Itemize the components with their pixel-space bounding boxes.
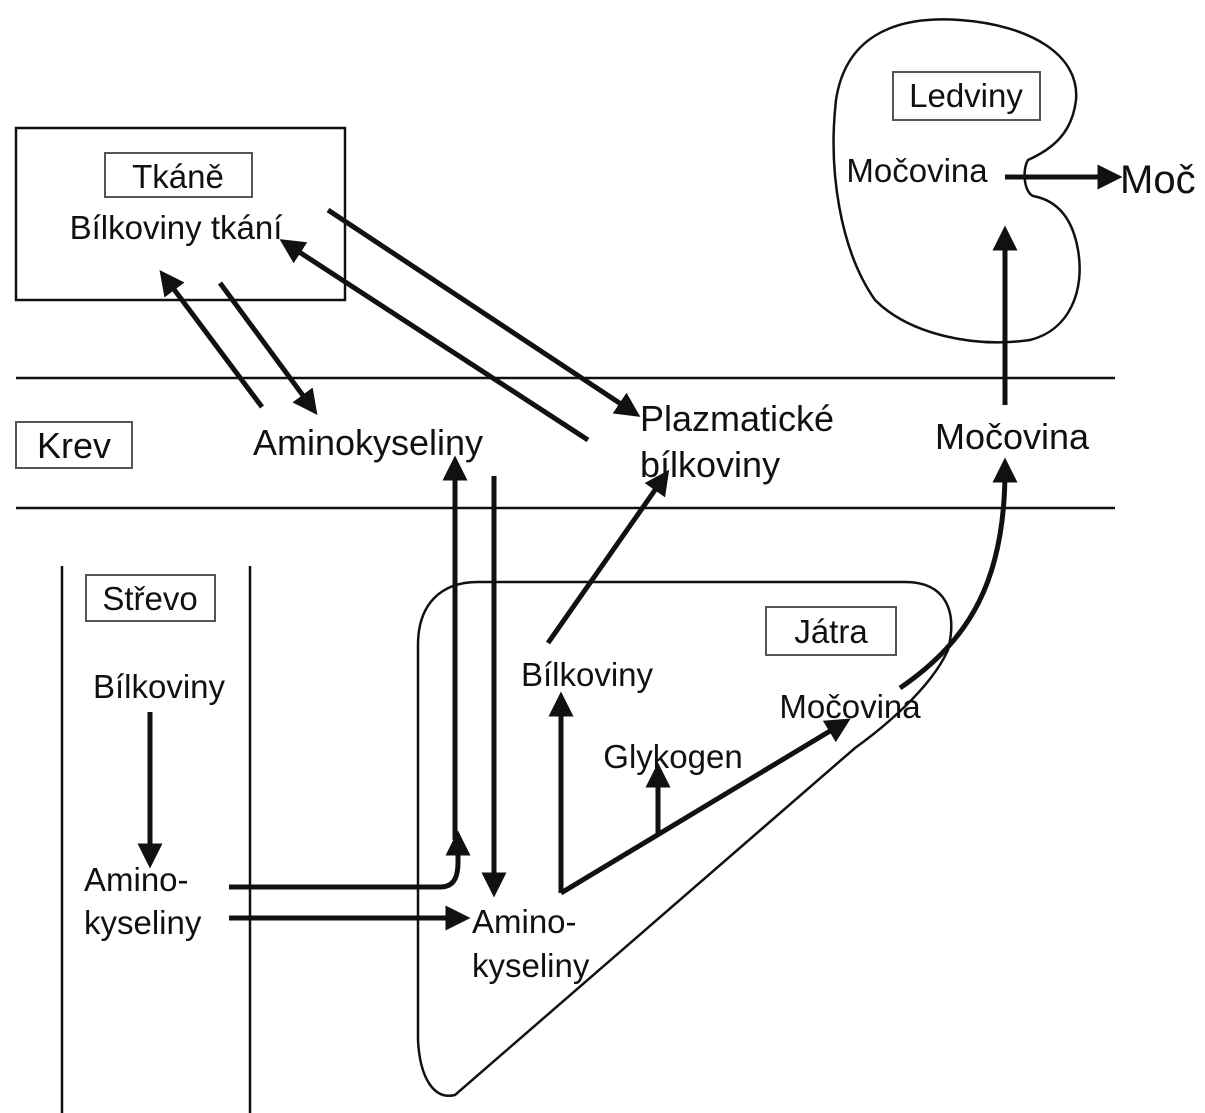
- moc-text: Moč: [1120, 158, 1196, 202]
- jatra-label-box: [765, 606, 897, 656]
- plazmaticke-bilkoviny-line1: Plazmatické: [640, 398, 834, 439]
- amino-strevo-line1: Amino-: [84, 861, 189, 898]
- arrow-plasma-to-tissue: [279, 239, 590, 443]
- ledviny-label: Ledviny: [909, 77, 1023, 114]
- strevo-label: Střevo: [102, 580, 197, 617]
- arrow-liver-amino-to-urea: [559, 718, 851, 896]
- arrow-amino-to-tissue: [159, 269, 265, 409]
- mocovina-krev-text: Močovina: [935, 416, 1090, 457]
- strevo-label-box: [85, 574, 216, 622]
- kidney-compartment: [832, 18, 1081, 344]
- krev-label-box: [15, 421, 133, 469]
- arrow-tissue-to-amino: [217, 281, 318, 416]
- jatra-label: Játra: [794, 613, 868, 650]
- mocovina-ledviny-text: Močovina: [846, 152, 988, 189]
- amino-jatra-line2: kyseliny: [472, 947, 590, 984]
- arrow-liver-proteins-to-plasma: [545, 469, 670, 645]
- tkane-label: Tkáně: [132, 158, 224, 195]
- amino-jatra-line1: Amino-: [472, 903, 577, 940]
- mocovina-jatra-text: Močovina: [779, 688, 921, 725]
- aminokyseliny-krev-text: Aminokyseliny: [253, 422, 483, 463]
- krev-label: Krev: [37, 425, 111, 466]
- arrow-liver-urea-to-blood: [898, 457, 1018, 691]
- bilkoviny-strevo-text: Bílkoviny: [93, 668, 226, 705]
- plazmaticke-bilkoviny-line2: bílkoviny: [640, 444, 780, 485]
- liver-compartment: [416, 580, 953, 1097]
- arrow-tissue-to-plasma: [326, 207, 641, 417]
- arrow-intestine-amino-to-blood: [229, 830, 471, 890]
- ledviny-label-box: [892, 71, 1041, 121]
- amino-strevo-line2: kyseliny: [84, 904, 202, 941]
- glykogen-text: Glykogen: [603, 738, 742, 775]
- tkane-label-box: [104, 152, 253, 198]
- bilkoviny-tkani-text: Bílkoviny tkání: [70, 209, 283, 246]
- bilkoviny-jatra-text: Bílkoviny: [521, 656, 654, 693]
